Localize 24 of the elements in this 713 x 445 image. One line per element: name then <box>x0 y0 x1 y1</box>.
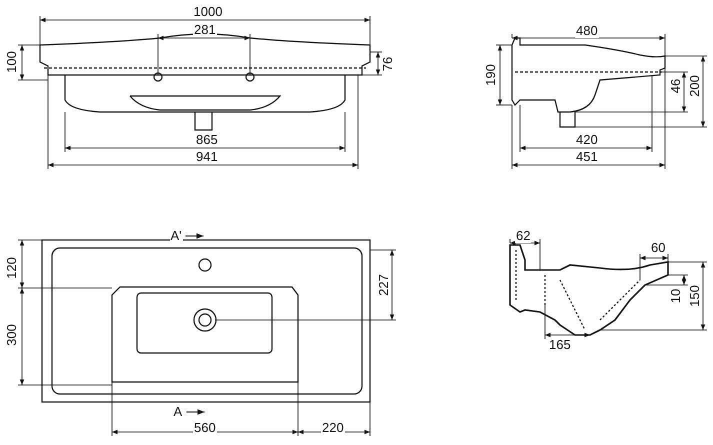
dimension-label: 62 <box>515 229 532 243</box>
dimension-label: 10 <box>669 288 684 304</box>
section-label: A' <box>170 229 183 243</box>
section-label: A <box>172 405 184 419</box>
dimension-label: 560 <box>193 421 217 435</box>
dimension-label: 120 <box>4 256 19 280</box>
dimension-label: 420 <box>575 133 599 147</box>
dimension-label: 227 <box>376 273 391 297</box>
dimension-label: 46 <box>669 78 684 94</box>
dimension-label: 300 <box>4 323 19 347</box>
dimension-label: 190 <box>484 63 498 87</box>
dimension-label: 480 <box>575 24 599 38</box>
dimension-label: 100 <box>4 50 19 74</box>
dimension-label: 200 <box>688 74 702 98</box>
dimension-label: 60 <box>650 241 666 255</box>
dimension-label: 1000 <box>192 5 224 19</box>
dimension-label: 941 <box>195 150 219 164</box>
dimension-label: 165 <box>548 338 572 352</box>
dimension-label: 220 <box>321 421 345 435</box>
dimension-label: 451 <box>575 150 599 164</box>
dimension-label: 150 <box>688 284 702 308</box>
dimension-label: 281 <box>193 23 217 37</box>
dimension-label: 865 <box>195 133 219 147</box>
dimension-label: 76 <box>381 56 396 72</box>
